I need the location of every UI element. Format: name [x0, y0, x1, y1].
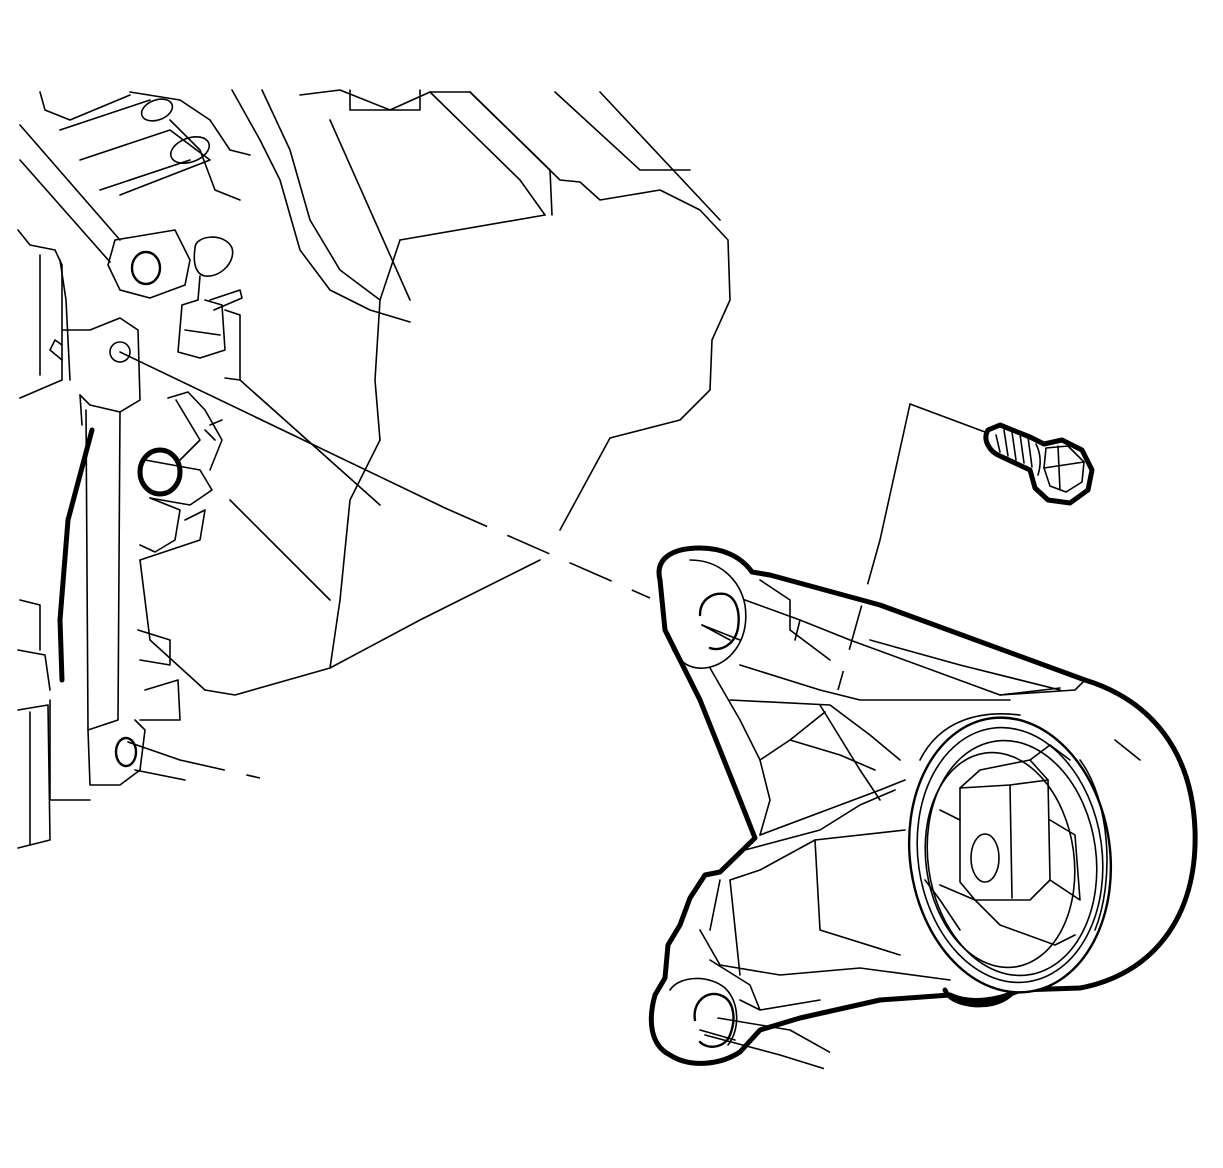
- cradle-frame-icon: [17, 229, 146, 849]
- shift-cable-icon: [137, 391, 223, 721]
- mount-icon: [648, 545, 1198, 1066]
- engine-block-icon: [129, 89, 731, 696]
- upper-bracket-icon: [19, 91, 243, 381]
- leader-lines: [119, 351, 986, 1073]
- bolt-icon: [983, 422, 1095, 506]
